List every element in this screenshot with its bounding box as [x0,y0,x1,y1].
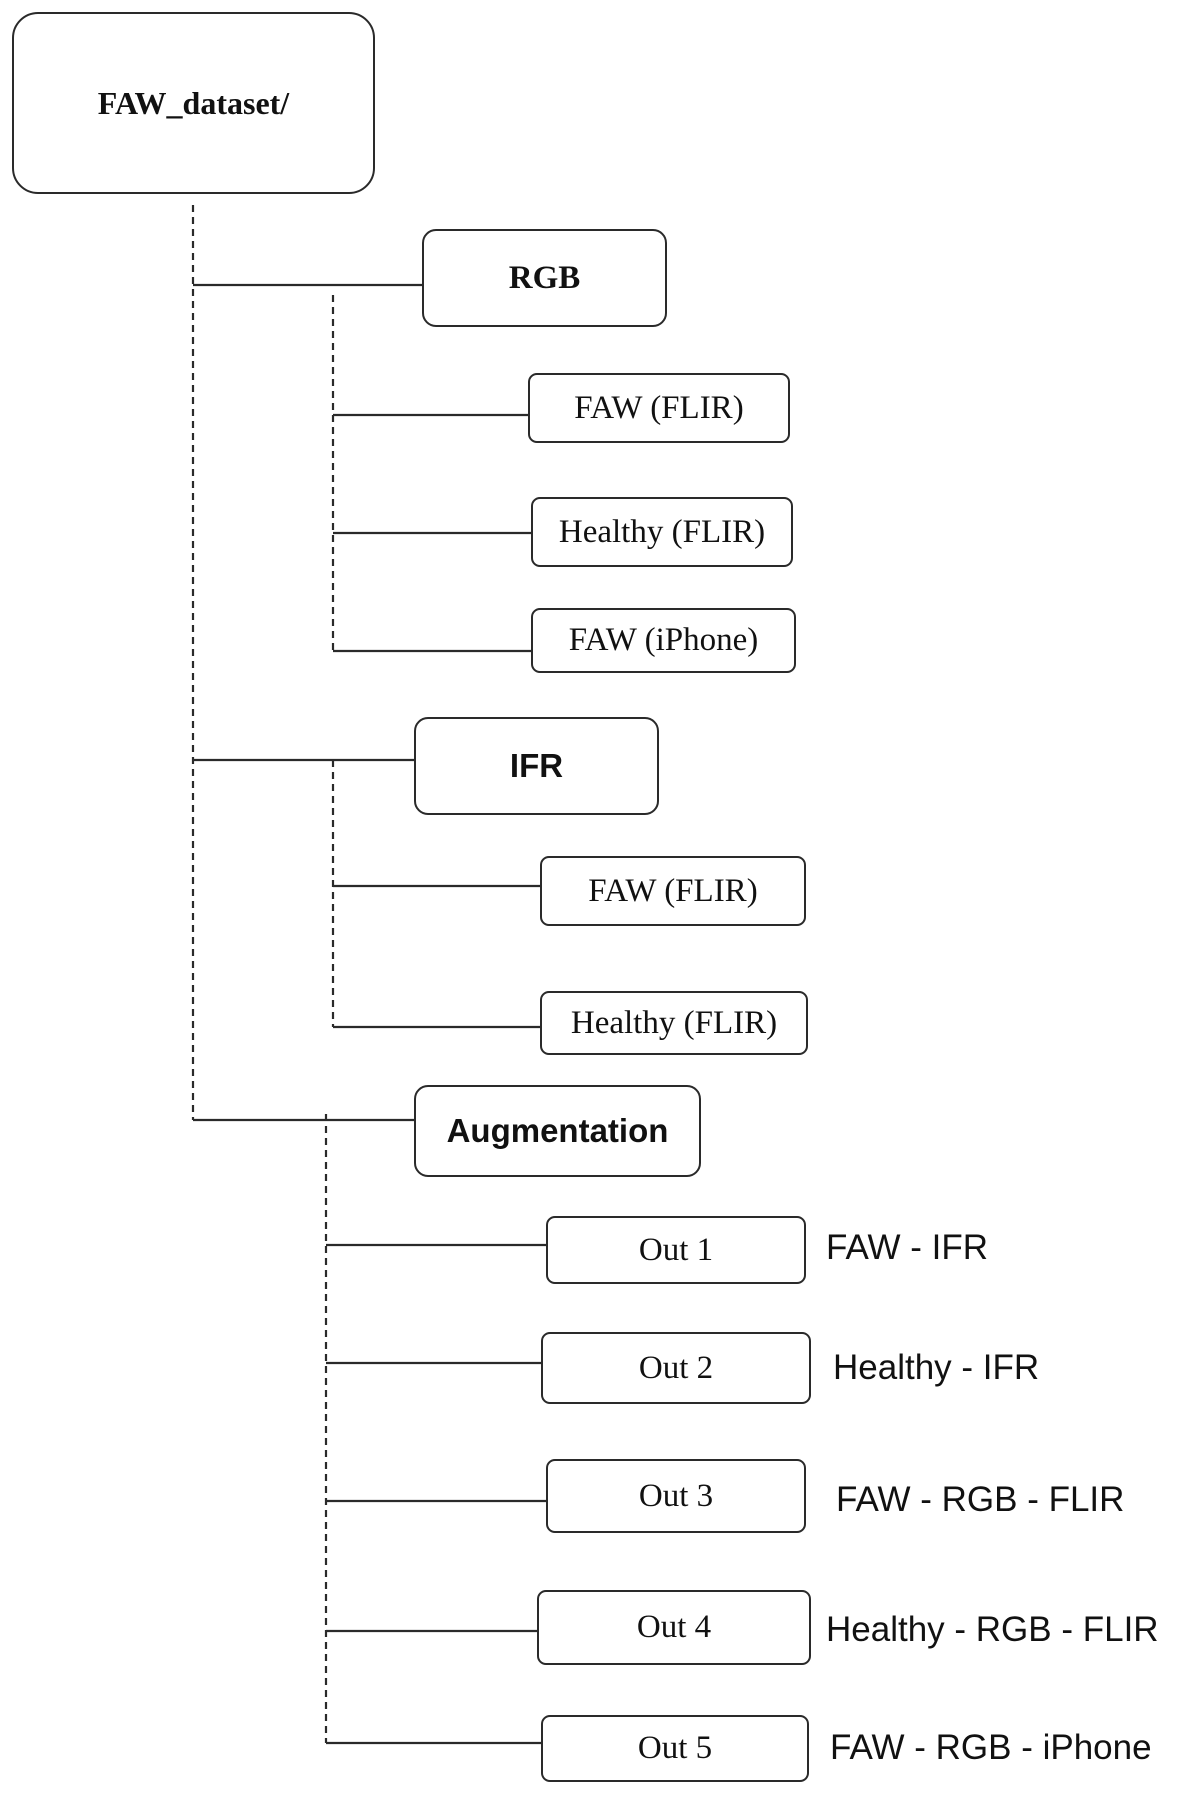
augmentation-folder-node[interactable]: Augmentation [414,1085,701,1177]
output-label: Out 1 [638,1231,714,1268]
ifr-child-label: Healthy (FLIR) [570,1004,778,1041]
ifr-child-faw-flir[interactable]: FAW (FLIR) [540,856,806,926]
output-label: Out 2 [638,1349,714,1386]
output-caption: FAW - RGB - FLIR [836,1480,1125,1519]
output-caption: FAW - IFR [826,1228,989,1267]
augmentation-output-node[interactable]: Out 3 [546,1459,806,1533]
output-label: Out 4 [636,1609,712,1645]
rgb-child-faw-flir[interactable]: FAW (FLIR) [528,373,790,443]
ifr-child-label: FAW (FLIR) [588,872,758,909]
ifr-child-healthy-flir[interactable]: Healthy (FLIR) [540,991,808,1055]
augmentation-output-node[interactable]: Out 4 [537,1590,811,1665]
rgb-folder-label: RGB [508,259,581,296]
rgb-folder-node[interactable]: RGB [422,229,667,327]
output-caption: FAW - RGB - iPhone [830,1728,1152,1767]
rgb-child-healthy-flir[interactable]: Healthy (FLIR) [531,497,793,567]
rgb-child-label: FAW (FLIR) [574,389,744,426]
output-label: Out 3 [638,1477,714,1514]
ifr-folder-label: IFR [509,747,564,784]
root-folder-node[interactable]: FAW_dataset/ [12,12,375,194]
output-caption: Healthy - RGB - FLIR [826,1610,1159,1649]
output-label: Out 5 [637,1730,713,1766]
augmentation-folder-label: Augmentation [446,1112,669,1149]
output-caption: Healthy - IFR [833,1348,1040,1387]
root-folder-label: FAW_dataset/ [97,84,290,121]
rgb-child-label: FAW (iPhone) [568,622,759,658]
ifr-folder-node[interactable]: IFR [414,717,659,815]
rgb-child-faw-iphone[interactable]: FAW (iPhone) [531,608,796,673]
augmentation-output-node[interactable]: Out 5 [541,1715,809,1782]
rgb-child-label: Healthy (FLIR) [558,513,766,550]
augmentation-output-node[interactable]: Out 2 [541,1332,811,1404]
augmentation-output-node[interactable]: Out 1 [546,1216,806,1284]
